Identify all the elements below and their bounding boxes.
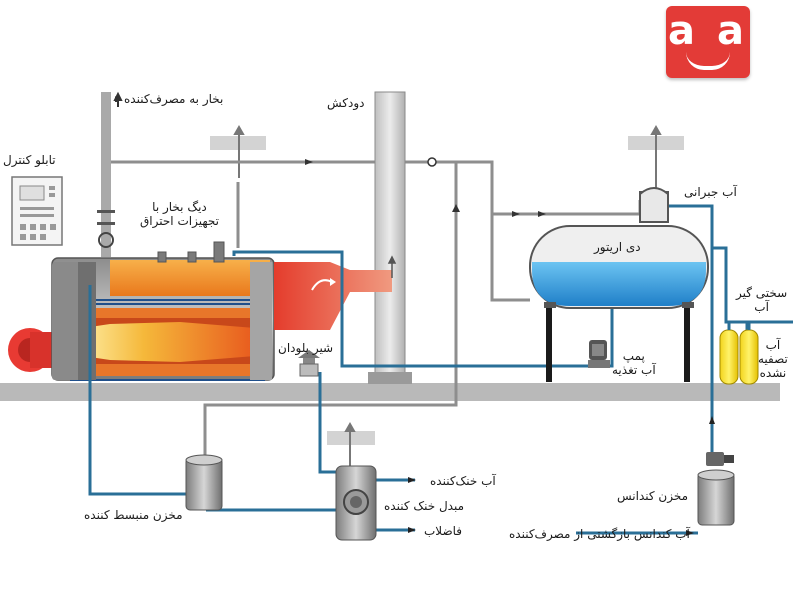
steam-outlet-pipe [101,92,111,257]
floor [0,383,780,401]
water-softeners [719,322,759,385]
steam-valve-icon [98,232,114,248]
brand-logo: a a [666,6,750,78]
label-blowdown-tank: مخزن منبسط کننده [84,508,183,522]
label-cooling-water: آب خنک‌کننده [430,474,496,488]
steam-boiler [51,241,275,381]
cooling-exchanger [335,465,377,541]
feed-pump [588,340,610,368]
label-makeup-water: آب جبرانی [684,185,737,199]
steam-valve-icon [427,157,437,167]
label-chimney: دودکش [327,96,365,110]
condensate-tank [697,452,735,526]
control-panel [11,176,63,246]
logo-text: a a [668,8,748,54]
flue-duct [274,262,392,330]
label-condensate-return: آب کندانس بازگشتی از مصرف‌کننده [509,527,690,541]
label-cooling-exchanger: مبدل خنک کننده [384,499,465,513]
blowdown-tank [185,454,223,511]
label-deaerator: دی اریتور [594,240,641,254]
label-condensate-tank: مخزن کندانس [617,489,689,503]
label-untreated-water: آب تصفیه نشده [758,338,788,380]
chimney [374,91,406,376]
deaerator [529,187,709,382]
label-boiler: دیگ بخار با تجهیزات احتراق [140,200,219,228]
label-hardness-remover: سختی گیر آب [736,286,788,314]
label-drain: فاضلاب [424,524,463,538]
label-blowdown-valve: شیر بلودان [278,341,334,355]
logo-smile-icon [686,52,730,70]
label-feed-pump: پمپ آب تغذیه [612,349,656,377]
blowdown-valve [298,350,320,377]
label-control-panel: تابلو کنترل [3,153,56,167]
label-steam-to-consumer: بخار به مصرف‌کننده [124,92,224,106]
